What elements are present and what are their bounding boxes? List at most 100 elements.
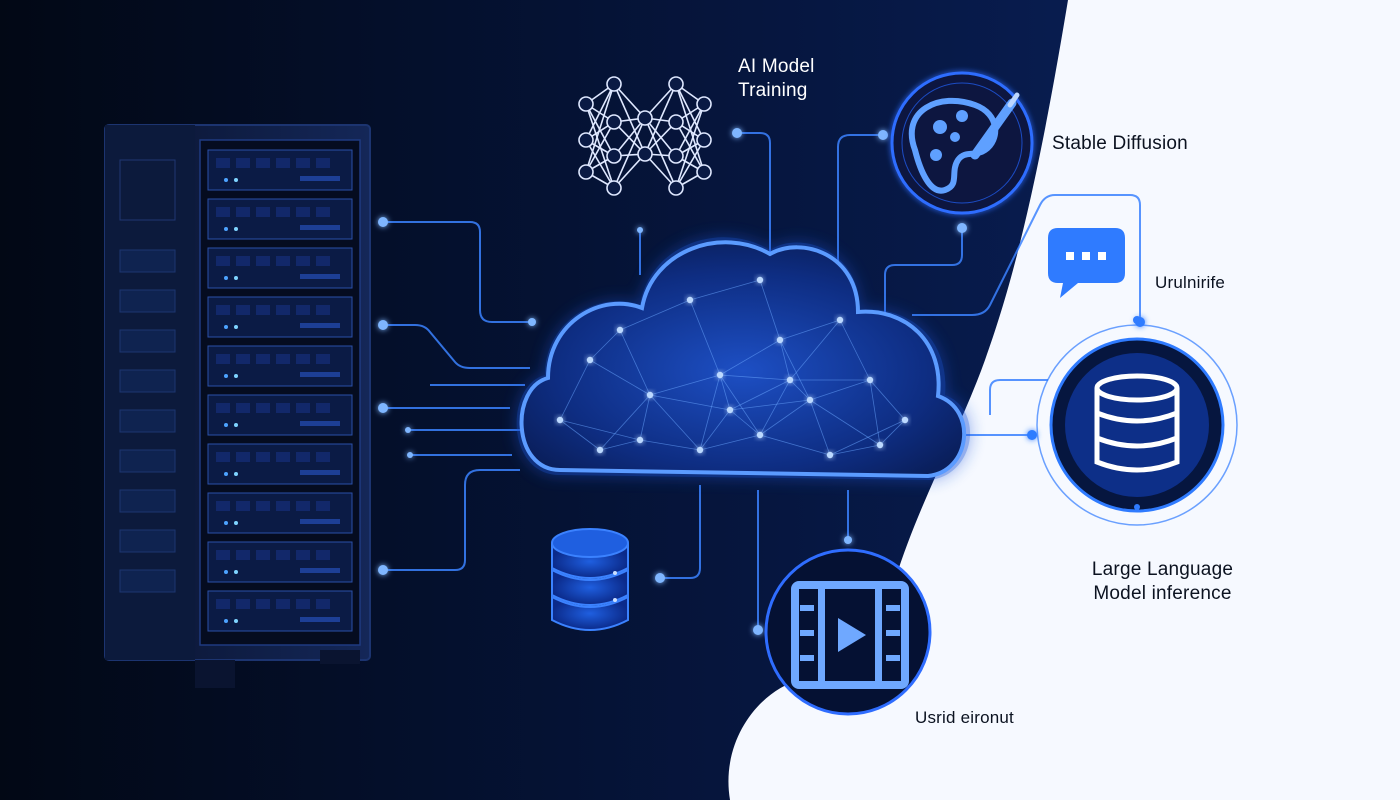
rack-led <box>224 276 228 280</box>
cloud-net-link <box>729 399 811 411</box>
cloud-net-link <box>759 399 811 436</box>
rack-side-panel <box>119 569 176 593</box>
nn-edge <box>613 117 646 189</box>
rack-side-panel <box>119 409 176 433</box>
nn-edge <box>613 117 646 157</box>
rack-led <box>234 423 238 427</box>
rack-led <box>234 472 238 476</box>
rack-slot <box>300 372 340 377</box>
rack-bay <box>236 256 250 266</box>
cloud-net-link <box>599 394 651 451</box>
rack-bay <box>316 305 330 315</box>
cloud-net-link <box>599 439 641 451</box>
rack-bay <box>256 599 270 609</box>
rack-bay <box>256 403 270 413</box>
chat-bubble-icon <box>1048 228 1125 298</box>
rack-bay <box>296 158 310 168</box>
rack-bay <box>316 501 330 511</box>
rack-unit <box>207 198 353 240</box>
nn-node <box>668 76 684 92</box>
rack-led <box>234 276 238 280</box>
rack-bay <box>216 550 230 560</box>
cloud-net-node <box>556 416 564 424</box>
rack-led <box>224 374 228 378</box>
rack-led <box>234 227 238 231</box>
rack-unit <box>207 443 353 485</box>
rack-bay <box>296 256 310 266</box>
rack-bay <box>256 207 270 217</box>
nn-node <box>637 110 653 126</box>
connector-dots <box>378 128 1145 635</box>
rack-bay <box>236 305 250 315</box>
rack-bay <box>256 158 270 168</box>
rack-bay <box>236 158 250 168</box>
palette-icon <box>890 71 1034 215</box>
rack-unit <box>207 149 353 191</box>
nn-edge <box>613 83 646 155</box>
nn-edge <box>585 83 615 173</box>
cloud-net-node <box>806 396 814 404</box>
rack-bay <box>216 158 230 168</box>
rack-bay <box>316 354 330 364</box>
rack-led <box>224 325 228 329</box>
cloud-net-link <box>829 444 881 456</box>
rack-bay <box>256 452 270 462</box>
rack-unit <box>207 590 353 632</box>
cloud-net-link <box>649 394 731 411</box>
cloud-net-node <box>686 296 694 304</box>
cloud-net-link <box>559 419 641 441</box>
nn-edge <box>675 83 705 141</box>
ai-training-label-line1: AI Model <box>738 56 815 77</box>
neural-network-icon <box>578 76 712 196</box>
rack-bay <box>256 256 270 266</box>
cloud-net-node <box>836 316 844 324</box>
rack-slot <box>300 421 340 426</box>
cloud-net-link <box>699 434 761 451</box>
rack-bay <box>216 207 230 217</box>
cloud-net-link <box>589 329 621 361</box>
rack-unit <box>207 394 353 436</box>
rack-led <box>224 521 228 525</box>
rack-bay <box>276 452 290 462</box>
cloud-net-link <box>689 299 721 376</box>
nn-node <box>696 164 712 180</box>
rack-bay <box>236 550 250 560</box>
nn-edge <box>644 117 677 189</box>
stable-diffusion-label: Stable Diffusion <box>1052 133 1188 154</box>
rack-unit <box>207 345 353 387</box>
video-film-icon <box>764 548 932 716</box>
chat-label: Urulnirife <box>1155 273 1226 292</box>
nn-node <box>578 132 594 148</box>
nn-node <box>606 76 622 92</box>
rack-bay <box>236 599 250 609</box>
rack-slot <box>300 470 340 475</box>
cloud-net-link <box>879 419 906 446</box>
rack-led <box>234 521 238 525</box>
cloud-icon <box>516 237 971 480</box>
cloud-net-link <box>639 394 651 441</box>
rack-slot <box>300 519 340 524</box>
cloud-net-node <box>596 446 604 454</box>
nn-edge <box>585 83 615 141</box>
llm-inference-label-line1: Large Language <box>1091 559 1234 580</box>
rack-bay <box>216 305 230 315</box>
rack-led <box>224 570 228 574</box>
cloud-net-link <box>719 374 791 381</box>
nn-node <box>606 114 622 130</box>
cloud-net-link <box>839 319 871 381</box>
cloud-net-node <box>776 336 784 344</box>
nn-node <box>668 148 684 164</box>
rack-bay <box>296 599 310 609</box>
cloud-net-node <box>726 406 734 414</box>
rack-bay <box>216 256 230 266</box>
rack-bay <box>316 158 330 168</box>
nn-node <box>578 164 594 180</box>
rack-unit <box>207 296 353 338</box>
nn-edge <box>585 121 615 173</box>
rack-side-panel <box>119 289 176 313</box>
nn-node <box>696 132 712 148</box>
rack-bay <box>296 207 310 217</box>
connector-lines <box>383 132 1141 630</box>
cloud-net-link <box>759 379 791 436</box>
